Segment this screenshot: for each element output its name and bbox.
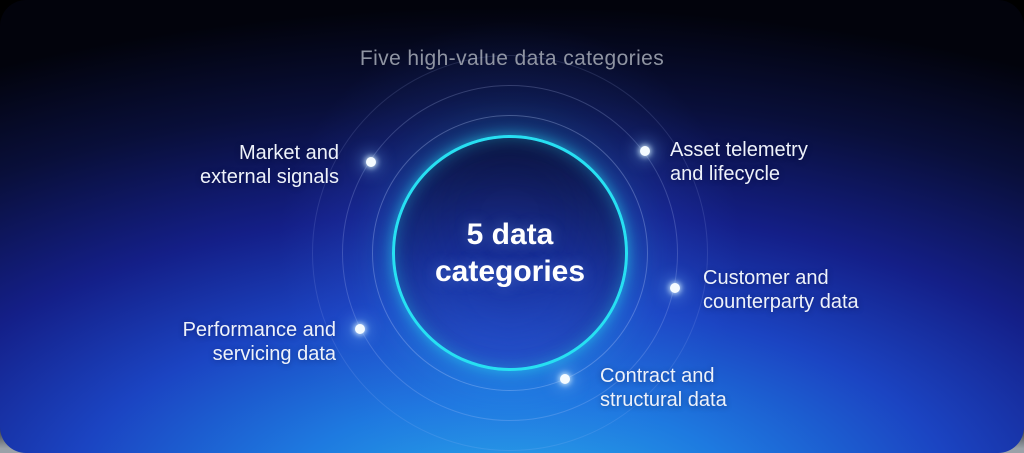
diagram-title: Five high-value data categories xyxy=(359,47,665,70)
label-line: Contract and xyxy=(600,365,715,387)
label-line: Market and xyxy=(238,142,339,164)
center-label-line2: categories xyxy=(434,255,586,288)
label-line: and lifecycle xyxy=(670,163,781,185)
label-line: servicing data xyxy=(212,343,336,365)
label-line: Customer and xyxy=(703,267,829,289)
label-line: external signals xyxy=(200,166,339,188)
label-line: Asset telemetry xyxy=(670,139,808,161)
label-asset-telemetry-and-lifecycle: Asset telemetry and lifecycle xyxy=(670,138,808,186)
dot-customer-and-counterparty-data xyxy=(670,283,680,293)
center-label-line1: 5 data xyxy=(466,218,554,251)
dot-performance-and-servicing-data xyxy=(355,324,365,334)
label-contract-and-structural-data: Contract and structural data xyxy=(600,364,727,412)
label-line: counterparty data xyxy=(703,291,859,313)
dot-contract-and-structural-data xyxy=(560,374,570,384)
center-label: 5 data categories xyxy=(435,216,585,290)
label-line: structural data xyxy=(600,389,727,411)
dot-asset-telemetry-and-lifecycle xyxy=(640,146,650,156)
label-market-and-external-signals: Market and external signals xyxy=(200,141,339,189)
center-circle: 5 data categories xyxy=(392,135,628,371)
label-customer-and-counterparty-data: Customer and counterparty data xyxy=(703,266,859,314)
dot-market-and-external-signals xyxy=(366,157,376,167)
label-performance-and-servicing-data: Performance and servicing data xyxy=(183,318,336,366)
label-line: Performance and xyxy=(182,319,336,341)
